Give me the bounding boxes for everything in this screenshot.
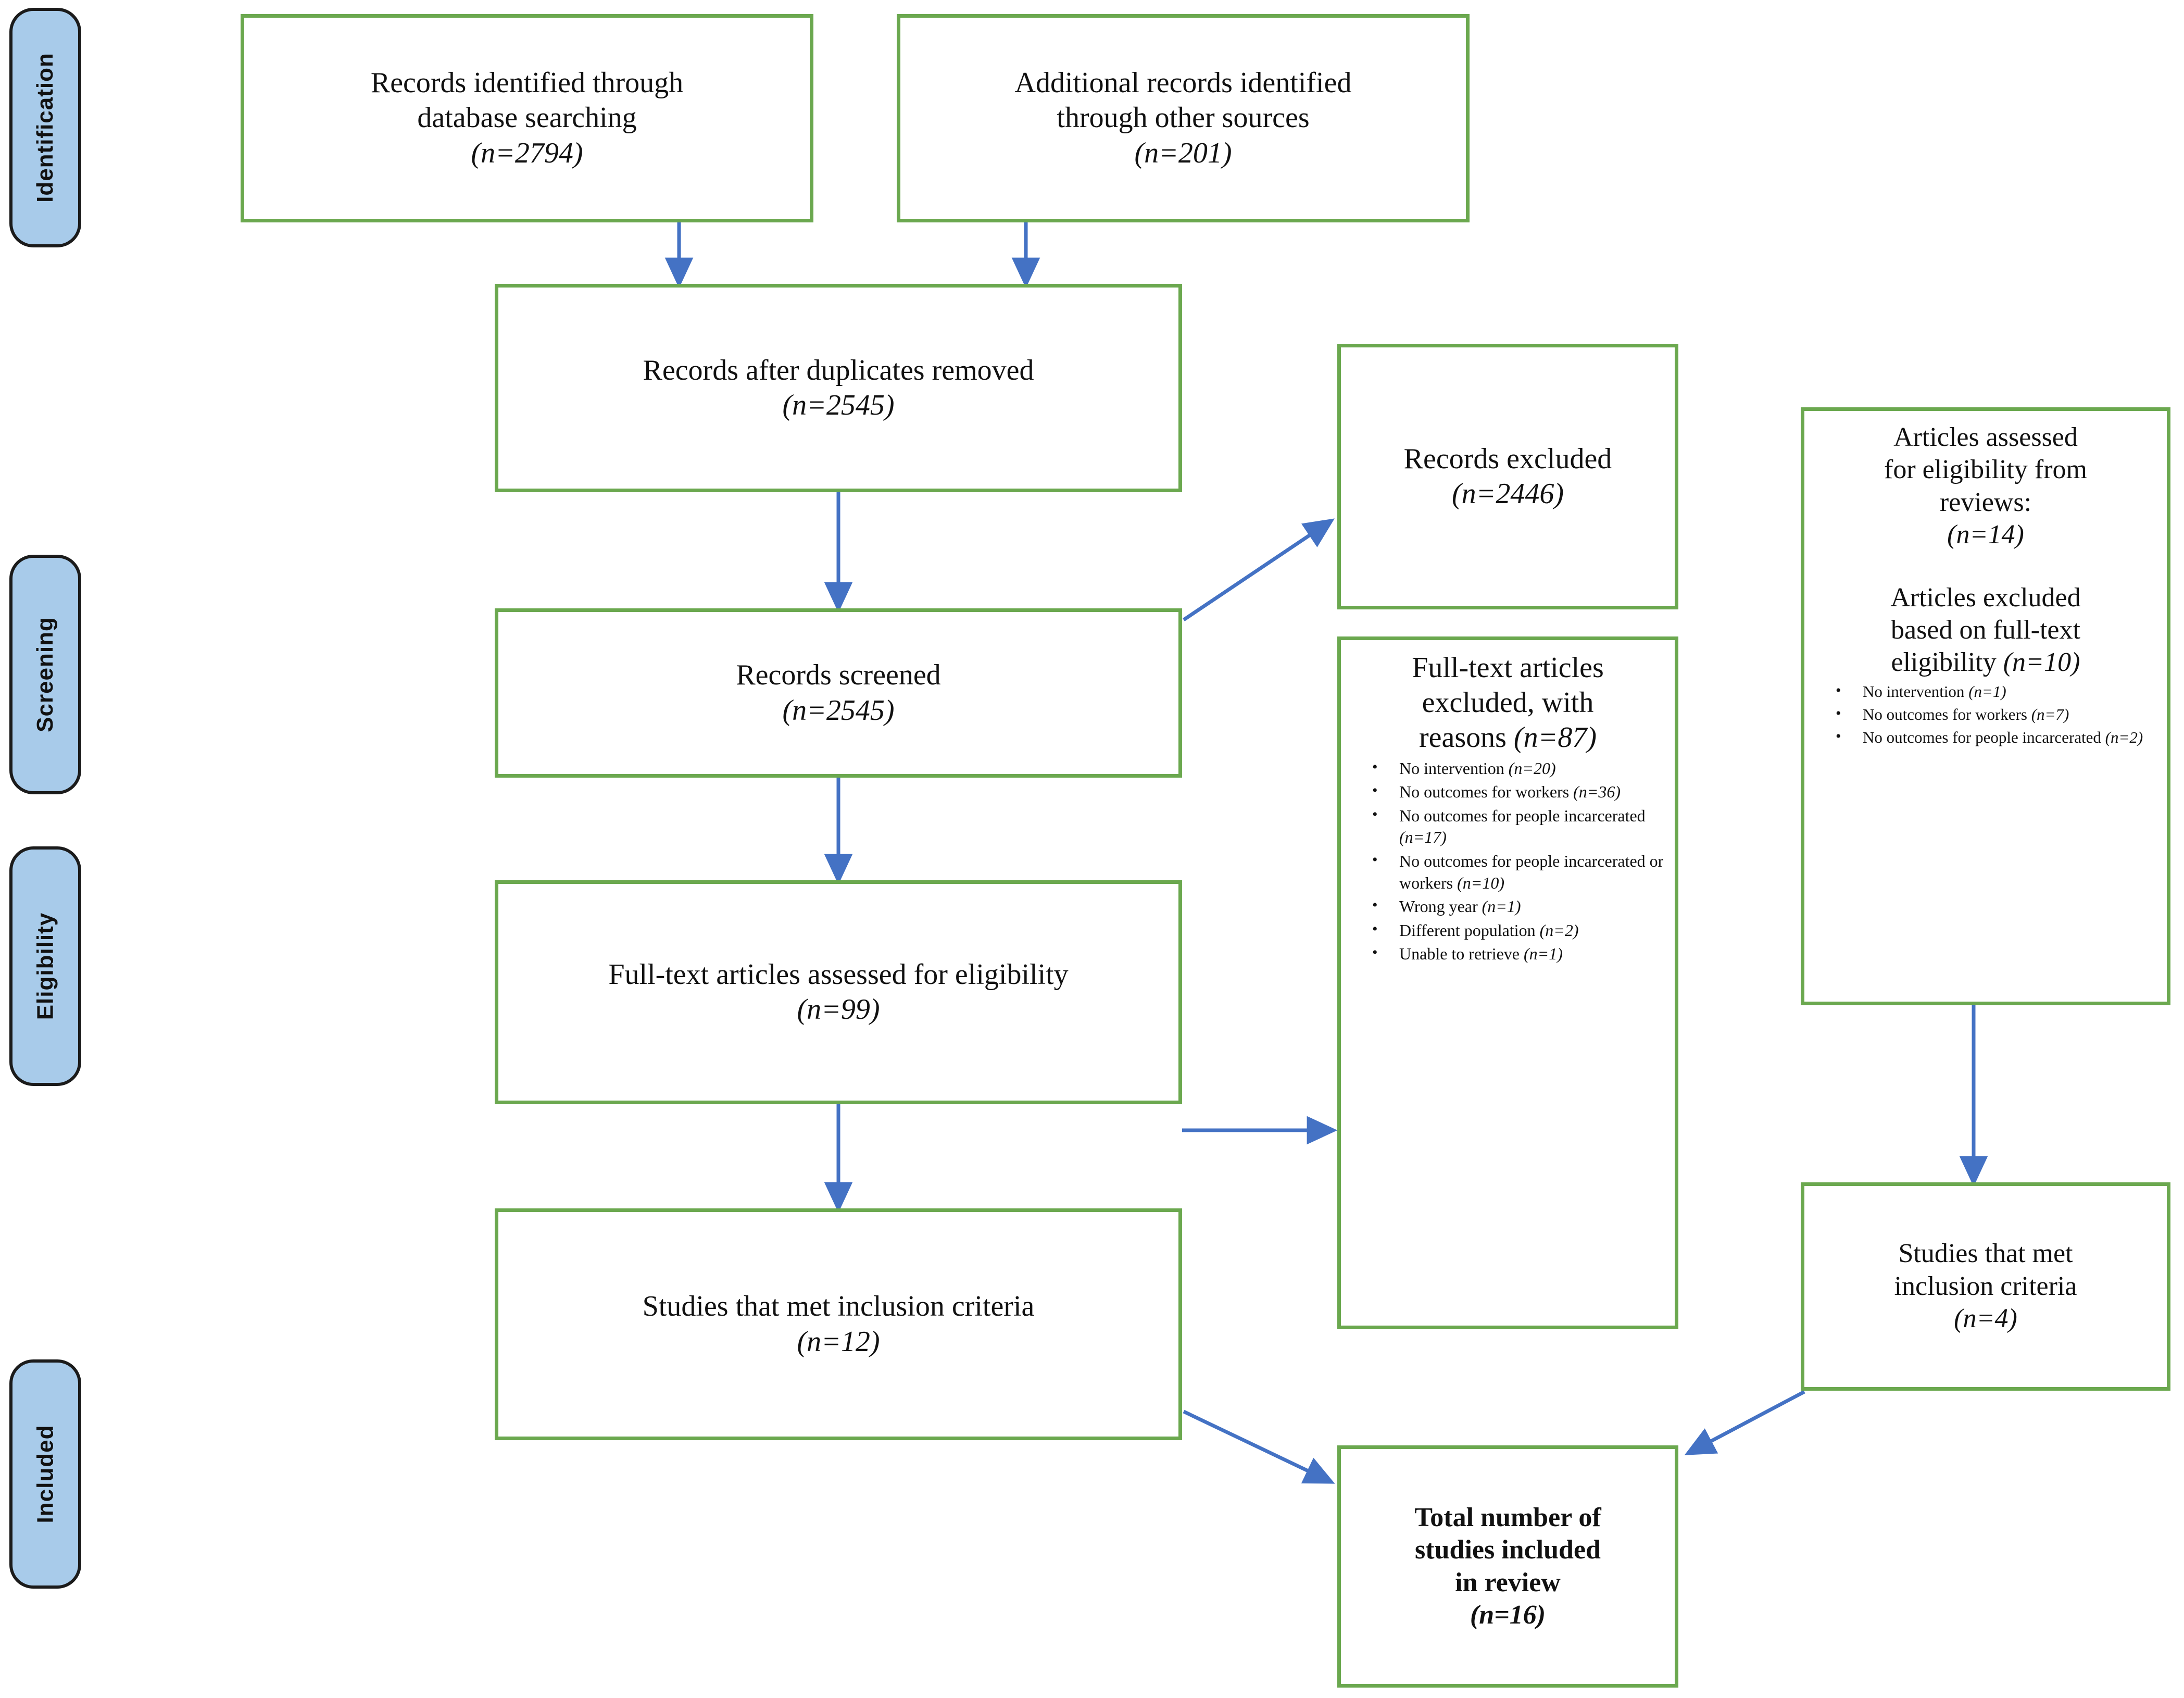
fulltext-assessed-count: (n=99) [797,993,880,1026]
box-reviews-assessed-and-excluded: Articles assessed for eligibility from r… [1801,407,2170,1005]
list-item: No outcomes for workers (n=7) [1836,703,2160,725]
fulltext-assessed-line1: Full-text articles assessed for eligibil… [608,958,1069,991]
reviews-assessed-count: (n=14) [1947,520,2024,550]
duplicates-removed-line1: Records after duplicates removed [643,354,1034,386]
list-item: No outcomes for workers (n=36) [1372,780,1667,803]
records-screened-count: (n=2545) [782,694,895,727]
reviews-excluded-count: (n=10) [2003,647,2080,678]
list-item: No outcomes for people incarcerated (n=1… [1372,804,1667,848]
phase-tab-screening: Screening [9,555,81,794]
reviews-excluded-line3: eligibility (n=10) [1812,646,2160,679]
phase-tab-eligibility: Eligibility [9,846,81,1086]
box-records-other-sources: Additional records identified through ot… [897,14,1470,222]
phase-label-identification: Identification [32,53,58,203]
studies-met-right-count: (n=4) [1954,1304,2017,1334]
reason-text: No outcomes for people incarcerated [1863,728,2101,747]
reason-count: (n=20) [1508,758,1556,778]
reason-count: (n=1) [1482,897,1521,916]
phase-tab-included: Included [9,1359,81,1589]
total-included-count: (n=16) [1470,1600,1546,1630]
records-screened-line1: Records screened [736,659,941,692]
fulltext-excluded-reason-list: No intervention (n=20) No outcomes for w… [1348,757,1667,965]
box-studies-met-left: Studies that met inclusion criteria (n=1… [495,1208,1182,1440]
reason-text: No outcomes for people incarcerated or w… [1399,851,1664,892]
reason-count: (n=7) [2031,705,2069,724]
reason-count: (n=1) [1524,944,1563,964]
arrow-studies12-to-total [1183,1409,1335,1484]
studies-met-left-line1: Studies that met inclusion criteria [642,1290,1035,1323]
records-database-line2: database searching [417,102,637,134]
box-records-after-duplicates: Records after duplicates removed (n=2545… [495,284,1182,492]
arrow-screened-to-excluded [1183,518,1335,621]
list-item: No outcomes for people incarcerated (n=2… [1836,726,2160,748]
reason-text: No outcomes for people incarcerated [1399,806,1646,825]
fulltext-excluded-line2: excluded, with [1422,686,1594,719]
reason-text: Unable to retrieve [1399,944,1520,964]
box-studies-met-right: Studies that met inclusion criteria (n=4… [1801,1182,2170,1391]
reason-count: (n=10) [1457,873,1504,892]
reason-text: Wrong year [1399,897,1478,916]
total-included-line2: studies included [1415,1535,1601,1565]
list-item: Wrong year (n=1) [1372,895,1667,918]
reason-count: (n=17) [1399,828,1447,847]
reviews-assessed-line2: for eligibility from [1884,455,2087,485]
box-fulltext-excluded-reasons: Full-text articles excluded, with reason… [1337,636,1678,1329]
fulltext-excluded-line3-text: reasons [1419,721,1507,754]
records-excluded-count: (n=2446) [1451,478,1564,510]
studies-met-right-line2: inclusion criteria [1894,1271,2077,1301]
reason-text: No outcomes for workers [1863,705,2027,724]
arrow-studies4-to-total [1684,1390,1805,1455]
total-included-line3: in review [1455,1567,1561,1597]
phase-label-screening: Screening [32,617,58,732]
phase-label-included: Included [32,1425,58,1524]
reason-text: Different population [1399,920,1536,940]
reason-text: No intervention [1863,682,1965,701]
reviews-excluded-line2: based on full-text [1891,615,2080,645]
box-records-database: Records identified through database sear… [241,14,813,222]
box-records-excluded: Records excluded (n=2446) [1337,344,1678,609]
reviews-excluded-reason-list: No intervention (n=1) No outcomes for wo… [1812,680,2160,748]
records-database-count: (n=2794) [471,136,583,169]
list-item: No intervention (n=1) [1836,680,2160,702]
reason-count: (n=36) [1573,782,1621,802]
box-fulltext-assessed: Full-text articles assessed for eligibil… [495,880,1182,1104]
phase-label-eligibility: Eligibility [32,912,58,1020]
phase-tab-identification: Identification [9,8,81,247]
reviews-excluded-line3-text: eligibility [1891,647,1997,678]
reviews-assessed-line3: reviews: [1939,487,2032,517]
records-other-line1: Additional records identified [1014,67,1352,99]
fulltext-excluded-line1: Full-text articles [1412,652,1604,684]
reason-count: (n=1) [1968,682,2006,701]
reason-text: No intervention [1399,758,1504,778]
studies-met-right-line1: Studies that met [1898,1239,2073,1269]
records-other-count: (n=201) [1134,136,1232,169]
records-database-line1: Records identified through [370,67,684,99]
list-item: No outcomes for people incarcerated or w… [1372,850,1667,894]
list-item: Unable to retrieve (n=1) [1372,942,1667,965]
reviews-excluded-line1: Articles excluded [1890,582,2081,613]
box-records-screened: Records screened (n=2545) [495,608,1182,778]
list-item: Different population (n=2) [1372,919,1667,942]
reviews-assessed-line1: Articles assessed [1893,422,2078,452]
records-excluded-line1: Records excluded [1403,442,1612,475]
records-other-line2: through other sources [1057,102,1310,134]
reason-count: (n=2) [2105,728,2143,747]
studies-met-left-count: (n=12) [797,1325,880,1358]
duplicates-removed-count: (n=2545) [782,389,895,421]
reason-text: No outcomes for workers [1399,782,1570,802]
fulltext-excluded-line3: reasons (n=87) [1348,720,1667,755]
fulltext-excluded-count: (n=87) [1513,721,1597,754]
total-included-line1: Total number of [1414,1502,1601,1532]
box-total-included: Total number of studies included in revi… [1337,1445,1678,1688]
list-item: No intervention (n=20) [1372,757,1667,780]
reason-count: (n=2) [1539,920,1579,940]
